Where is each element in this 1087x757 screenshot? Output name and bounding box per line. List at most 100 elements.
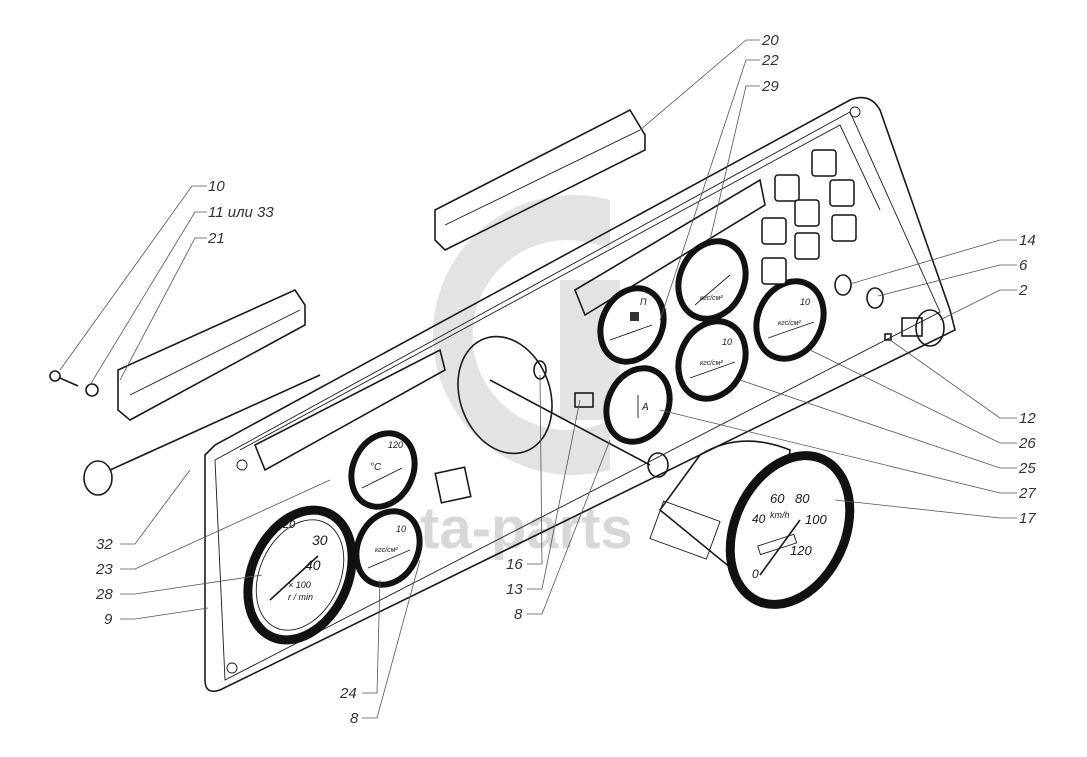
callout-24: 24 — [339, 685, 357, 702]
callout-8-upper: 8 — [514, 606, 523, 623]
callout-26: 26 — [1018, 435, 1036, 452]
speedo-tick-80: 80 — [795, 491, 810, 506]
tach-multiplier: × 100 — [288, 580, 311, 590]
pressure-c-unit: кгс/см² — [700, 295, 723, 302]
pressure-a-unit: кгс/см² — [700, 360, 723, 367]
set-screw — [884, 333, 892, 341]
callout-20: 20 — [761, 32, 779, 49]
speedometer-cutout — [457, 335, 553, 455]
callout-10: 10 — [208, 178, 225, 195]
callout-23: 23 — [95, 561, 113, 578]
knob — [901, 309, 945, 347]
panel-plate — [434, 466, 472, 504]
callout-32: 32 — [96, 536, 113, 553]
temp-max: 120 — [388, 440, 403, 450]
toggle-switch — [834, 274, 852, 296]
tach-unit: r / min — [288, 592, 313, 602]
callout-27: 27 — [1018, 485, 1036, 502]
light-strip-top — [434, 108, 646, 251]
pressure-gauge-b: 10 кгс/см² — [753, 278, 827, 362]
speedo-tick-60: 60 — [770, 491, 785, 506]
speedometer-cable-left — [83, 374, 321, 496]
rocker-switch — [831, 214, 857, 242]
pressure-gauge-c: кгс/см² — [675, 238, 749, 322]
tach-needle — [269, 555, 319, 601]
nut — [866, 287, 884, 309]
speedo-tick-0: 0 — [752, 567, 759, 581]
pressure-a-needle — [689, 361, 736, 379]
callout-11-or-33: 11 или 33 — [208, 204, 274, 221]
callout-labels: 10 11 или 33 21 20 22 29 14 6 2 12 26 25… — [95, 32, 1036, 727]
washer — [85, 383, 99, 397]
rocker-switch — [794, 232, 820, 260]
fuel-needle — [609, 324, 653, 341]
pressure-b-needle — [767, 321, 815, 339]
speedometer-cable-right — [489, 379, 669, 478]
callout-28: 28 — [95, 586, 113, 603]
pressure-a-max: 10 — [722, 337, 732, 347]
fuel-icon — [630, 312, 639, 321]
speedometer: 60 80 100 120 40 0 km/h — [649, 440, 855, 609]
callout-8-lower: 8 — [350, 710, 359, 727]
callout-14: 14 — [1019, 232, 1036, 249]
watermark-text: ta-parts — [420, 496, 633, 561]
callout-21: 21 — [207, 230, 225, 247]
callout-17: 17 — [1019, 510, 1036, 527]
tach-tick-40: 40 — [305, 557, 321, 573]
panel-upper-rim — [239, 124, 881, 451]
callout-22: 22 — [761, 52, 779, 69]
tach-tick-20: 20 — [282, 519, 296, 531]
speedometer-bracket — [649, 500, 721, 560]
speedo-tick-100: 100 — [805, 512, 827, 527]
speedo-needle — [759, 519, 801, 576]
watermark-logo — [432, 195, 610, 475]
speedometer-housing — [658, 440, 791, 602]
panel-inner-edge — [214, 111, 941, 681]
pressure-gauge-small: 10 кгс/см² — [353, 508, 423, 588]
speedo-unit: km/h — [770, 510, 790, 520]
callout-13: 13 — [506, 581, 523, 598]
rocker-switch — [829, 179, 855, 207]
fuel-mark: П — [640, 297, 647, 307]
speedo-tick-120: 120 — [790, 543, 812, 558]
pressure-b-unit: кгс/см² — [778, 320, 801, 327]
callout-29: 29 — [761, 78, 779, 95]
watermark: ta-parts — [420, 195, 633, 561]
switch-block — [761, 149, 857, 285]
ammeter-gauge: A — [603, 365, 673, 445]
callout-16: 16 — [506, 556, 523, 573]
fuel-gauge: П — [597, 285, 667, 365]
callout-6: 6 — [1019, 257, 1028, 274]
rocker-switch — [811, 149, 837, 177]
pressure-gauge-a: 10 кгс/см² — [675, 318, 749, 402]
pressure-small-max: 10 — [396, 524, 406, 534]
callout-9: 9 — [104, 611, 113, 628]
pressure-small-needle — [367, 549, 411, 569]
pressure-c-needle — [694, 274, 731, 306]
callout-2: 2 — [1018, 282, 1028, 299]
lamp-channel — [574, 178, 766, 317]
tach-tick-30: 30 — [312, 532, 328, 548]
ammeter-mark: A — [641, 402, 649, 413]
temperature-gauge: °C 120 — [348, 430, 418, 510]
light-strip-left — [117, 288, 306, 421]
mounting-hole — [236, 459, 248, 471]
leader-lines — [59, 39, 1017, 719]
pressure-small-unit: кгс/см² — [375, 547, 398, 554]
screw — [49, 370, 79, 387]
callout-25: 25 — [1018, 460, 1036, 477]
speedo-tick-40: 40 — [752, 512, 766, 526]
mounting-hole — [226, 662, 238, 674]
dashboard-panel — [204, 96, 956, 693]
pressure-b-max: 10 — [800, 297, 810, 307]
rocker-switch — [774, 174, 800, 202]
rocker-switch — [794, 199, 820, 227]
lamp-channel — [253, 348, 446, 472]
panel-outline — [204, 96, 956, 693]
lamp-holder — [574, 392, 594, 408]
callout-12: 12 — [1019, 410, 1036, 427]
temp-needle — [361, 467, 403, 489]
tachometer-gauge: 30 40 20 × 100 r / min — [243, 505, 357, 645]
mounting-hole — [849, 106, 861, 118]
